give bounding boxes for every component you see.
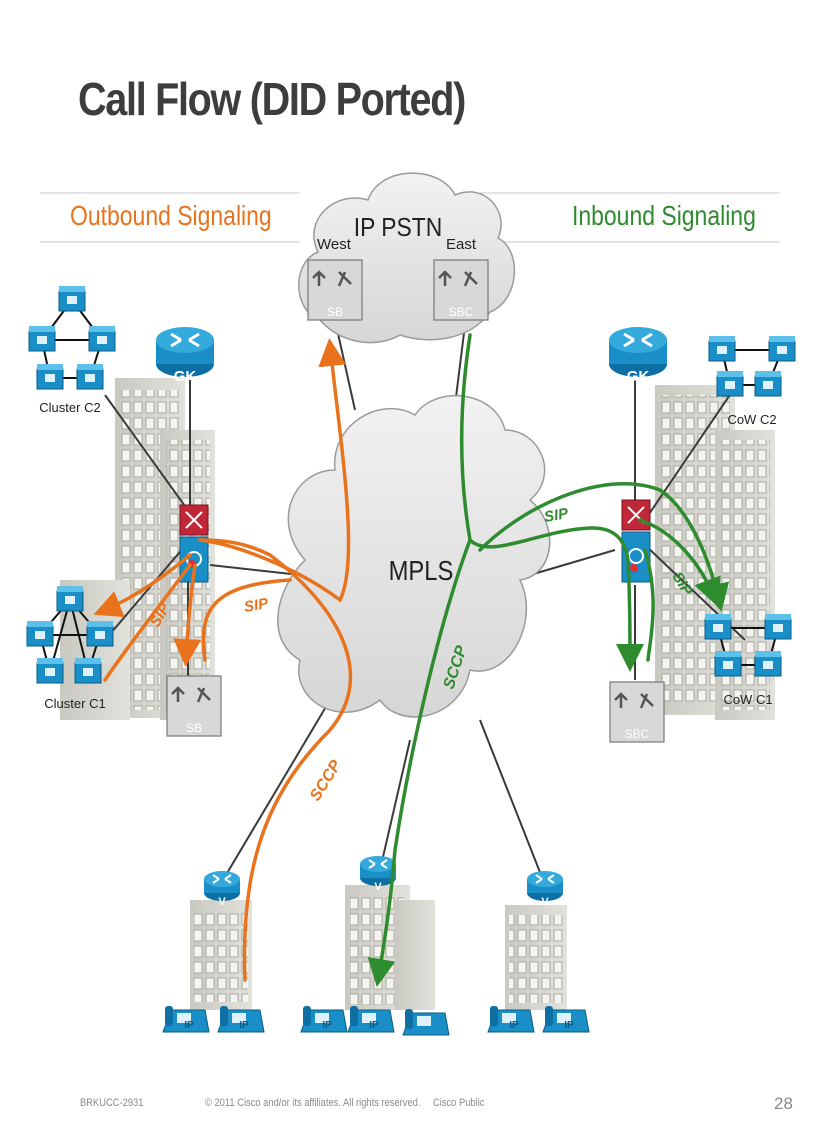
svg-text:IP: IP [184,1020,194,1031]
sccp-label: SCCP [307,757,345,804]
branch-building-3 [505,905,567,1010]
router-v-label: V [374,881,382,893]
pstn-east-label: East [446,236,477,253]
branch-router-3: V [526,870,564,908]
inbound-signaling-flows [367,333,730,987]
branch-building-2 [345,885,435,1010]
mpls-label: MPLS [389,554,454,586]
pstn-west-label: West [317,236,352,253]
outbound-signaling-flows [93,338,353,982]
svg-text:IP: IP [509,1020,519,1031]
ip-pstn-label: IP PSTN [354,214,443,243]
branch-router-2: V [359,855,397,893]
router-v-label: V [218,896,226,908]
cluster-c1-label: Cluster C1 [44,696,105,711]
gk-right-label: GK [627,368,650,385]
ip-phone: IP [300,1005,348,1033]
branch-building-1 [190,900,252,1010]
ip-phone: IP [347,1005,395,1033]
footer-session-id: BRKUCC-2931 [80,1097,144,1109]
page-number: 28 [774,1094,793,1113]
sip-label: SIP [543,505,571,526]
gk-left-label: GK [174,368,197,385]
svg-text:IP: IP [322,1020,332,1031]
inbound-signaling-title: Inbound Signaling [572,200,756,231]
sb-left-label: SB [186,721,202,735]
cluster-c2-label: Cluster C2 [39,400,100,415]
svg-text:IP: IP [369,1020,379,1031]
sbc-east-device: SBC [432,258,490,322]
sip-label: SIP [243,595,271,616]
cluster-c1: Cluster C1 [26,585,114,711]
sb-west-device: SB [306,258,364,322]
cow-c2-cluster: CoW C2 [708,335,796,427]
gatekeeper-right: GK [609,327,667,385]
svg-text:IP: IP [564,1020,574,1031]
footer-classification: Cisco Public [433,1097,485,1109]
ip-phone: IP [217,1005,265,1033]
cow-c1-label: CoW C1 [723,692,772,707]
cow-c2-label: CoW C2 [727,412,776,427]
ip-phone: IP [487,1005,535,1033]
gatekeeper-left: GK [156,327,214,385]
svg-text:IP: IP [239,1020,249,1031]
switch-right [621,499,651,583]
slide-title: Call Flow (DID Ported) [78,73,466,125]
branch-router-1: V [203,870,241,908]
outbound-signaling-title: Outbound Signaling [70,200,272,231]
ip-phone: IP [542,1005,590,1033]
ip-phones: IP IP IP IP IP IP [162,1005,590,1036]
cluster-c2: Cluster C2 [28,285,116,415]
cow-c1-cluster: CoW C1 [704,613,792,707]
sbc-right-label: SBC [625,727,650,741]
ip-phone [402,1008,450,1036]
router-v-label: V [541,896,549,908]
mpls-cloud: MPLS [277,394,551,718]
sb-west-label: SB [327,305,343,319]
sbc-east-label: SBC [449,305,474,319]
sb-left-device: SB [165,674,223,738]
sbc-right-device: SBC [608,680,666,744]
ip-phone: IP [162,1005,210,1033]
footer-copyright: © 2011 Cisco and/or its affiliates. All … [205,1097,421,1109]
